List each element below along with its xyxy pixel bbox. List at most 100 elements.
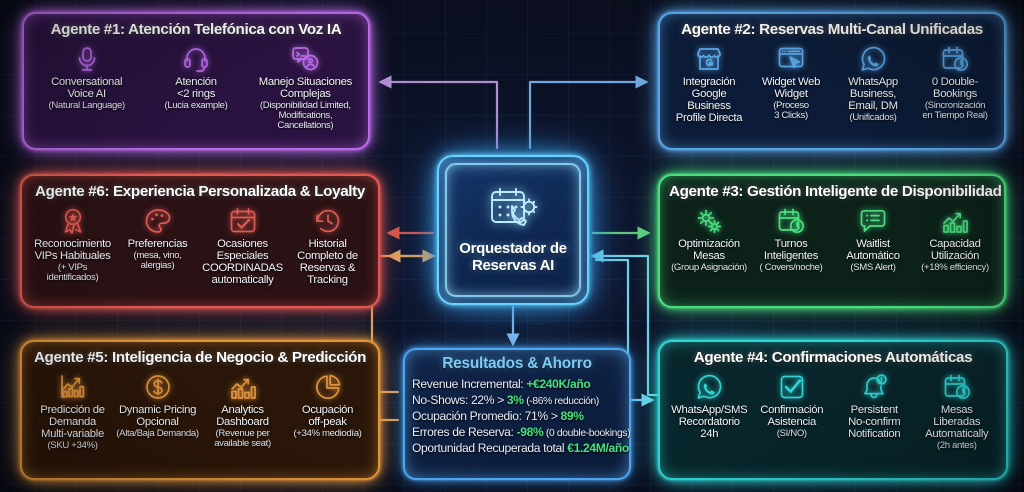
feature-label: Tracking (307, 273, 348, 286)
results-line: Errores de Reserva: -98% (0 double-booki… (412, 424, 631, 441)
feature-sublabel: (Group Asignación) (671, 261, 747, 273)
results-line-value: -98% (516, 424, 544, 439)
feature-label: Inteligentes (763, 249, 819, 262)
results-line-note: (-86% reducción) (523, 395, 600, 407)
feature-label: VIPs Habituales (34, 249, 111, 262)
agent-panel-1-title: Agente #1: Atención Telefónica con Voz I… (50, 21, 342, 38)
feature-label: Automático (846, 249, 900, 262)
feature-label: Google Business (687, 87, 731, 112)
feature-label: Opcional (136, 415, 179, 428)
results-line-value: 89% (560, 408, 585, 423)
orchestrator-title-line2: Reservas AI (471, 257, 555, 274)
results-line-label: Revenue Incremental: (412, 377, 527, 391)
bell-alert-icon (860, 372, 888, 402)
feature-label: Business, (849, 87, 897, 100)
feature-label: Recordatorio (678, 415, 740, 428)
feature-sublabel: (+ VIPs identificados) (46, 261, 99, 284)
pie-chart-icon (314, 372, 342, 402)
feature-label: <2 rings (176, 87, 216, 100)
feature-sublabel: (Unificados) (849, 111, 897, 123)
whatsapp-icon (695, 372, 723, 402)
feature-sublabel: (Sincronización (924, 99, 986, 111)
agent-panel-2-title: Agente #2: Reservas Multi-Canal Unificad… (681, 21, 983, 38)
feature-label: Widget Web (761, 76, 821, 88)
results-title: Resultados & Ahorro (442, 355, 592, 372)
feature-item: Preferencias(mesa, vino,alergias) (116, 206, 199, 271)
agent-panel-5-title: Agente #5: Inteligencia de Negocio & Pre… (33, 349, 367, 366)
feature-label: 0 Double- (931, 76, 979, 88)
feature-label: Asistencia (767, 415, 817, 428)
agent-panel-5[interactable]: Agente #5: Inteligencia de Negocio & Pre… (20, 340, 380, 480)
feature-sublabel: (Alta/Baja Demanda) (116, 427, 199, 439)
feature-label: Bookings (932, 87, 978, 100)
feature-label: Atención (175, 76, 217, 88)
feature-sublabel: (2h antes) (936, 439, 977, 451)
feature-sublabel: Modifications, Cancellations) (277, 110, 334, 132)
feature-label: Mesas (693, 249, 725, 262)
feature-label: Waitlist (856, 238, 890, 250)
feature-sublabel: (Disponibilidad Limited, (259, 99, 351, 111)
dollar-coin-icon (144, 372, 172, 402)
chart-prediction-icon (59, 372, 87, 402)
feature-sublabel: (+18% efficiency) (921, 261, 989, 273)
agent-panel-2[interactable]: Agente #2: Reservas Multi-Canal Unificad… (658, 12, 1006, 150)
feature-sublabel: (+34% mediodía) (293, 427, 362, 439)
feature-label: Complejas (279, 87, 331, 100)
orchestrator-inner-ring (445, 163, 581, 297)
feature-item: Atención<2 rings(Lucia example) (142, 44, 249, 111)
agent-panel-6[interactable]: Agente #6: Experiencia Personalizada & L… (20, 174, 380, 308)
feature-label: Turnos (774, 238, 808, 250)
feature-label: Ocasiones (217, 238, 268, 250)
feature-sublabel: en Tiempo Real) (922, 110, 988, 122)
feature-label: Analytics (221, 404, 264, 416)
results-line-value: 3% (506, 392, 524, 407)
list-chat-icon (859, 206, 887, 236)
feature-label: Historial (308, 238, 347, 250)
bar-chart-arrow-icon (941, 206, 969, 236)
calendar-clock-icon (941, 44, 969, 74)
feature-sublabel: (Proceso (773, 99, 809, 111)
feature-label: Reservas & (299, 261, 356, 274)
results-panel[interactable]: Resultados & Ahorro Revenue Incremental:… (403, 348, 631, 480)
feature-label: automatically (211, 273, 274, 286)
orchestrator-title-line1: Orquestador de (459, 239, 567, 257)
agent-panel-1[interactable]: Agente #1: Atención Telefónica con Voz I… (22, 12, 370, 150)
feature-sublabel: 3 Clicks) (774, 110, 808, 122)
agent-panel-4[interactable]: Agente #4: Confirmaciones Automáticas Wh… (658, 340, 1008, 480)
bar-chart-arrow-icon (229, 372, 257, 402)
feature-sublabel: (Lucia example) (164, 99, 228, 111)
web-widget-cursor-icon (777, 44, 805, 74)
feature-sublabel: (mesa, vino, (133, 249, 182, 261)
feature-label: Confirmación (760, 404, 824, 416)
feature-label: Utilización (930, 249, 980, 262)
microphone-icon (73, 44, 101, 74)
results-line-value: €1.24M/año (567, 440, 629, 455)
feature-label: off-peak (308, 415, 347, 428)
feature-label: Predicción de (40, 404, 105, 416)
agent-panel-3[interactable]: Agente #3: Gestión Inteligente de Dispon… (658, 174, 1006, 308)
orchestrator-node[interactable]: Orquestador de Reservas AI (437, 155, 589, 305)
feature-label: Mesas Liberadas (933, 404, 981, 428)
storefront-google-icon (695, 44, 723, 74)
feature-label: WhatsApp/SMS (671, 404, 748, 416)
feature-sublabel: alergias) (140, 260, 175, 272)
feature-label: Ocupación (301, 404, 354, 416)
checkbox-check-icon (778, 372, 806, 402)
